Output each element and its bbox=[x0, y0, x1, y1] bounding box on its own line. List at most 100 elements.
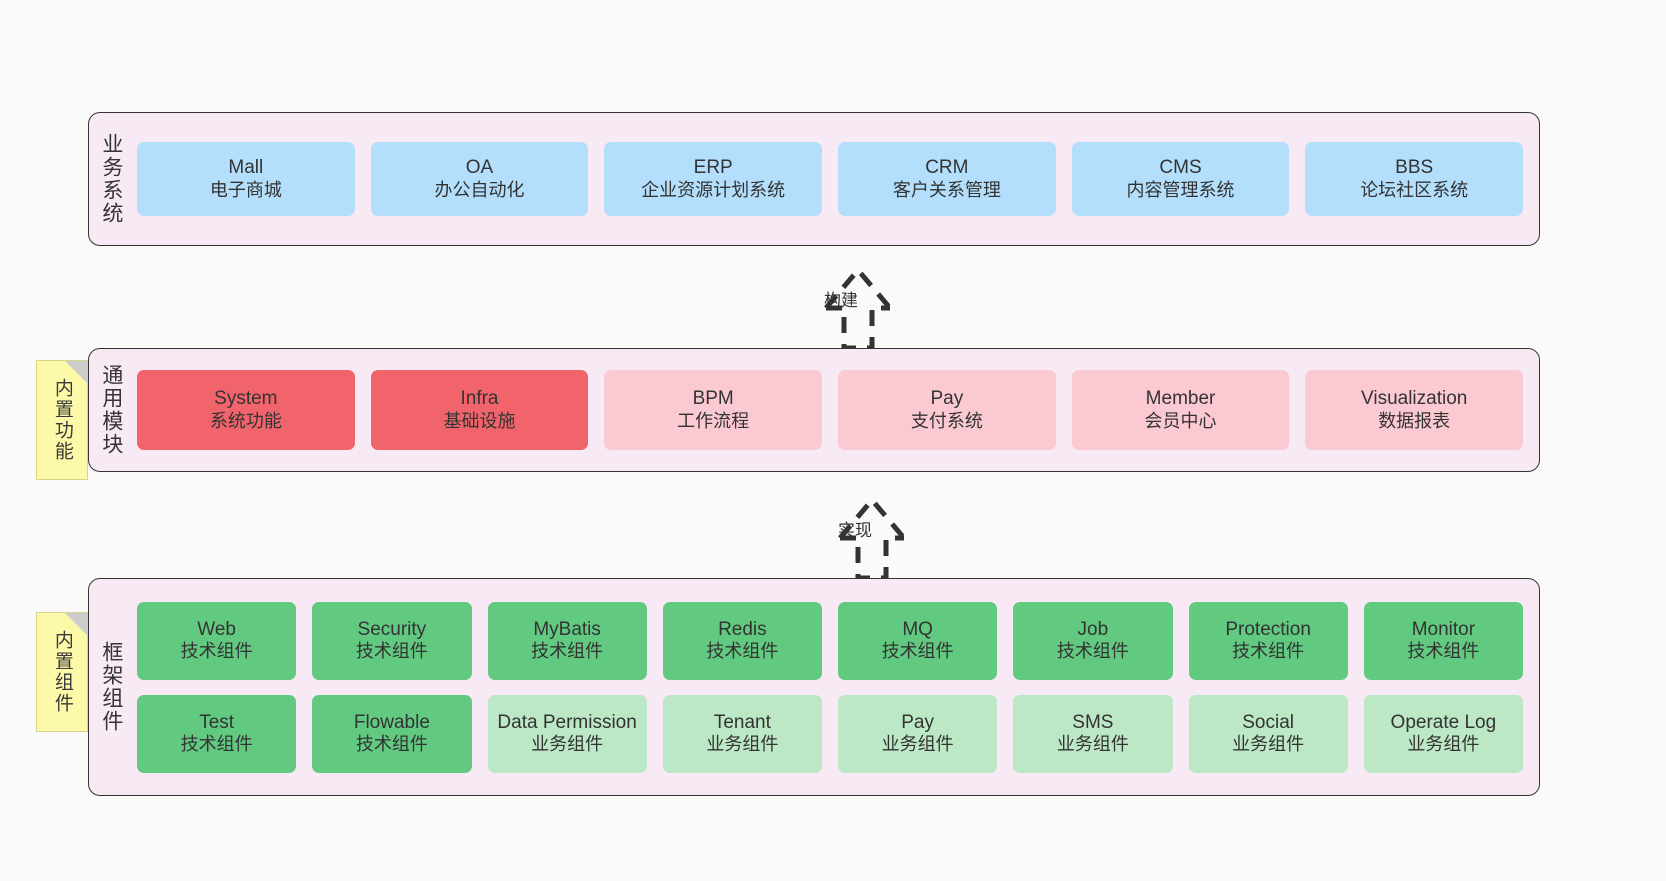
note-fold-corner-icon bbox=[65, 361, 87, 383]
layer-common-cards: System 系统功能 Infra 基础设施 BPM 工作流程 Pay 支付系统… bbox=[133, 349, 1539, 471]
card-title-cn: 技术组件 bbox=[355, 641, 428, 662]
sticky-note-text: 内置组件 bbox=[51, 630, 73, 714]
layer-framework-cards: Web 技术组件 Security 技术组件 MyBatis 技术组件 Redi… bbox=[133, 579, 1539, 795]
card-title-en: Social bbox=[1242, 711, 1294, 733]
card-title-cn: 技术组件 bbox=[1407, 641, 1480, 662]
arrow-stem-shape bbox=[840, 535, 904, 581]
card-title-cn: 客户关系管理 bbox=[892, 179, 1001, 200]
connector-implement-label: 实现 bbox=[838, 521, 872, 540]
card-oa[interactable]: OA 办公自动化 bbox=[370, 142, 589, 216]
card-erp[interactable]: ERP 企业资源计划系统 bbox=[604, 142, 823, 216]
card-visualization[interactable]: Visualization 数据报表 bbox=[1305, 370, 1524, 450]
card-infra[interactable]: Infra 基础设施 bbox=[370, 370, 589, 450]
card-title-en: SMS bbox=[1072, 711, 1114, 733]
card-bpm[interactable]: BPM 工作流程 bbox=[604, 370, 823, 450]
card-job[interactable]: Job 技术组件 bbox=[1013, 601, 1173, 680]
card-title-en: Protection bbox=[1225, 618, 1311, 640]
card-title-cn: 电子商城 bbox=[209, 179, 282, 200]
connector-implement-arrow bbox=[838, 496, 906, 581]
card-row: System 系统功能 Infra 基础设施 BPM 工作流程 Pay 支付系统… bbox=[137, 370, 1524, 450]
card-tenant[interactable]: Tenant 业务组件 bbox=[662, 694, 822, 773]
card-flowable[interactable]: Flowable 技术组件 bbox=[312, 694, 472, 773]
card-title-en: Operate Log bbox=[1390, 711, 1497, 733]
card-title-cn: 技术组件 bbox=[180, 734, 253, 755]
card-title-cn: 内容管理系统 bbox=[1126, 179, 1235, 200]
card-title-cn: 技术组件 bbox=[706, 641, 779, 662]
card-title-cn: 技术组件 bbox=[1232, 641, 1305, 662]
card-title-en: Visualization bbox=[1361, 388, 1468, 410]
card-title-cn: 业务组件 bbox=[1232, 734, 1305, 755]
card-protection[interactable]: Protection 技术组件 bbox=[1188, 601, 1348, 680]
card-title-cn: 技术组件 bbox=[531, 641, 604, 662]
card-social[interactable]: Social 业务组件 bbox=[1188, 694, 1348, 773]
card-security[interactable]: Security 技术组件 bbox=[312, 601, 472, 680]
card-title-cn: 业务组件 bbox=[706, 734, 779, 755]
card-web[interactable]: Web 技术组件 bbox=[137, 601, 297, 680]
card-title-cn: 工作流程 bbox=[677, 410, 750, 431]
card-operate-log[interactable]: Operate Log 业务组件 bbox=[1363, 694, 1523, 773]
sticky-note-builtin-features: 内置功能 bbox=[36, 360, 88, 480]
card-monitor[interactable]: Monitor 技术组件 bbox=[1363, 601, 1523, 680]
card-sms[interactable]: SMS 业务组件 bbox=[1013, 694, 1173, 773]
card-mybatis[interactable]: MyBatis 技术组件 bbox=[487, 601, 647, 680]
card-title-cn: 技术组件 bbox=[1056, 641, 1129, 662]
card-pay[interactable]: Pay 支付系统 bbox=[838, 370, 1056, 450]
layer-title-common: 通用模块 bbox=[99, 364, 123, 456]
card-title-en: CRM bbox=[925, 157, 969, 179]
card-title-cn: 技术组件 bbox=[881, 641, 954, 662]
card-title-en: Redis bbox=[718, 618, 767, 640]
card-bbs[interactable]: BBS 论坛社区系统 bbox=[1305, 142, 1524, 216]
connector-implement: 实现 bbox=[772, 488, 972, 581]
card-row: Mall 电子商城 OA 办公自动化 ERP 企业资源计划系统 CRM 客户关系… bbox=[137, 142, 1524, 216]
card-title-cn: 系统功能 bbox=[209, 410, 282, 431]
card-mall[interactable]: Mall 电子商城 bbox=[137, 142, 355, 216]
card-system[interactable]: System 系统功能 bbox=[137, 370, 355, 450]
card-row: Test 技术组件 Flowable 技术组件 Data Permission … bbox=[137, 694, 1523, 773]
card-title-en: Pay bbox=[901, 711, 934, 733]
card-title-cn: 技术组件 bbox=[355, 734, 428, 755]
card-title-cn: 论坛社区系统 bbox=[1360, 179, 1469, 200]
card-title-en: MQ bbox=[902, 618, 933, 640]
card-title-en: Security bbox=[357, 618, 427, 640]
layer-title-framework: 框架组件 bbox=[99, 641, 123, 733]
card-title-cn: 业务组件 bbox=[531, 734, 604, 755]
card-title-en: OA bbox=[465, 157, 494, 179]
layer-business-system: 业务系统 Mall 电子商城 OA 办公自动化 ERP 企业资源计划系统 CRM… bbox=[88, 112, 1540, 246]
layer-business-cards: Mall 电子商城 OA 办公自动化 ERP 企业资源计划系统 CRM 客户关系… bbox=[133, 113, 1539, 245]
sticky-note-builtin-components: 内置组件 bbox=[36, 612, 88, 732]
card-title-en: Data Permission bbox=[497, 711, 637, 733]
card-title-en: System bbox=[214, 388, 278, 410]
note-fold-corner-icon bbox=[65, 613, 87, 635]
card-title-cn: 办公自动化 bbox=[434, 179, 525, 200]
card-redis[interactable]: Redis 技术组件 bbox=[662, 601, 822, 680]
card-title-en: CMS bbox=[1159, 157, 1202, 179]
card-title-cn: 技术组件 bbox=[180, 641, 253, 662]
card-title-cn: 业务组件 bbox=[1407, 734, 1480, 755]
card-title-en: Web bbox=[197, 618, 236, 640]
card-test[interactable]: Test 技术组件 bbox=[137, 694, 297, 773]
card-crm[interactable]: CRM 客户关系管理 bbox=[838, 142, 1056, 216]
card-row: Web 技术组件 Security 技术组件 MyBatis 技术组件 Redi… bbox=[137, 601, 1523, 680]
card-title-en: ERP bbox=[693, 157, 733, 179]
card-pay-business[interactable]: Pay 业务组件 bbox=[838, 694, 998, 773]
sticky-note-text: 内置功能 bbox=[51, 378, 73, 462]
card-title-en: Infra bbox=[460, 388, 499, 410]
connector-build-label: 构建 bbox=[824, 291, 858, 310]
card-title-en: Pay bbox=[930, 388, 964, 410]
card-member[interactable]: Member 会员中心 bbox=[1071, 370, 1290, 450]
card-title-en: BPM bbox=[692, 388, 734, 410]
card-mq[interactable]: MQ 技术组件 bbox=[838, 601, 998, 680]
card-title-cn: 支付系统 bbox=[910, 410, 983, 431]
card-title-en: Job bbox=[1077, 618, 1109, 640]
card-title-cn: 会员中心 bbox=[1144, 410, 1217, 431]
card-title-cn: 业务组件 bbox=[1056, 734, 1129, 755]
arrowhead-shape bbox=[824, 266, 892, 310]
card-data-permission[interactable]: Data Permission 业务组件 bbox=[487, 694, 647, 773]
arrowhead-shape bbox=[838, 496, 906, 540]
connector-build-arrow bbox=[824, 266, 892, 351]
card-cms[interactable]: CMS 内容管理系统 bbox=[1071, 142, 1290, 216]
card-title-en: Test bbox=[199, 711, 235, 733]
layer-common-module: 通用模块 System 系统功能 Infra 基础设施 BPM 工作流程 Pay… bbox=[88, 348, 1540, 472]
card-title-en: Member bbox=[1145, 388, 1216, 410]
